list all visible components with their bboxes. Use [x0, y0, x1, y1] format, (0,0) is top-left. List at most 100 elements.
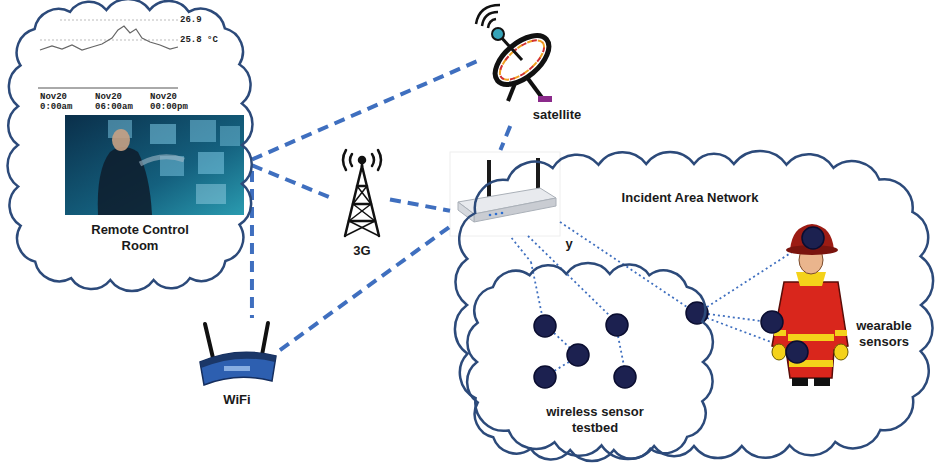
satellite-dish-icon	[488, 19, 496, 28]
satellite-dish-icon	[500, 36, 522, 60]
cell-tower-icon	[343, 150, 381, 236]
control-room-photo	[98, 147, 152, 215]
cell-tower-icon	[349, 220, 375, 223]
network-link	[500, 126, 510, 150]
node-label: 3G	[347, 243, 377, 259]
wifi-router-icon	[224, 366, 250, 371]
gateway-router-icon	[495, 213, 498, 216]
control-room-photo	[65, 115, 244, 215]
temperature-chart	[38, 20, 178, 88]
sensor-dots	[606, 314, 628, 336]
sensor-links	[708, 314, 761, 321]
network-link	[252, 60, 480, 160]
cell-tower-node: 3G	[335, 150, 390, 260]
cloud-outline	[467, 263, 713, 461]
control-room-photo	[150, 124, 176, 144]
gateway-router-icon	[501, 212, 504, 215]
cell-tower-icon	[345, 221, 375, 236]
cloud-outline	[455, 151, 933, 459]
network-link	[250, 171, 254, 318]
sensor-dots	[534, 315, 556, 337]
time-label: 06:00am	[95, 102, 133, 112]
temperature-chart	[60, 20, 178, 21]
axis-value: 26.9	[180, 15, 202, 25]
wifi-router-node: WiFi	[195, 318, 280, 410]
cell-tower-icon	[350, 154, 352, 166]
sensor-dots	[786, 341, 808, 363]
satellite-dish-icon	[487, 26, 558, 93]
time-label: Nov20	[95, 92, 122, 102]
network-link	[280, 227, 450, 351]
cell-tower-icon	[378, 150, 381, 170]
sensor-caption: wearable sensors	[852, 318, 916, 350]
control-room-photo	[190, 120, 216, 142]
gateway-router-icon	[450, 152, 560, 236]
time-label: 00:00pm	[150, 102, 188, 112]
firefighter-figure	[788, 334, 834, 341]
sensor-dots	[761, 311, 783, 333]
sensor-dots	[534, 227, 824, 388]
satellite-dish-icon	[538, 96, 552, 102]
satellite-dish-icon	[494, 33, 551, 86]
firefighter-figure	[772, 344, 786, 360]
network-link	[390, 200, 450, 211]
cell-tower-icon	[349, 221, 379, 236]
gateway-router-icon	[487, 160, 491, 202]
node-label: Incident Area Network	[605, 190, 775, 206]
firefighter-figure	[834, 344, 848, 360]
axis-value: 25.8 °C	[180, 35, 218, 45]
wifi-router-icon	[200, 352, 276, 368]
node-label: satellite	[522, 107, 592, 123]
control-room-photo	[220, 126, 240, 146]
sensor-dots	[534, 366, 556, 388]
wireless-link	[512, 238, 531, 262]
satellite-dish-icon	[494, 33, 551, 86]
cell-tower-icon	[343, 150, 346, 170]
cell-tower-icon	[353, 204, 375, 221]
firefighter-figure	[814, 378, 830, 386]
cell-tower-icon	[372, 154, 374, 166]
control-room-photo	[140, 157, 184, 164]
time-label: Nov20	[150, 92, 177, 102]
control-room-photo	[196, 184, 226, 204]
gateway-router-icon	[474, 198, 556, 222]
node-label: y	[563, 236, 575, 252]
wifi-router-icon	[262, 323, 268, 355]
node-label: WiFi	[217, 392, 257, 408]
node-label: Remote Control Room	[81, 222, 199, 254]
temperature-chart	[40, 26, 178, 50]
wifi-router-icon	[205, 324, 213, 358]
gateway-router-icon	[450, 152, 560, 236]
sensor-links	[528, 222, 803, 371]
gateway-router-icon	[489, 214, 492, 217]
firefighter-figure	[772, 282, 848, 378]
sensor-links	[618, 336, 624, 366]
satellite-dish-icon	[482, 12, 498, 26]
wifi-router-icon	[200, 352, 276, 385]
incident-area-cloud: Incident Area Network wireless sensor tes…	[455, 152, 933, 458]
control-room-photo	[198, 152, 224, 174]
satellite-dish-icon	[476, 5, 500, 24]
cloud-outline	[8, 0, 253, 291]
cell-tower-icon	[353, 203, 371, 206]
sensor-dots	[567, 344, 589, 366]
sensor-dots	[802, 227, 824, 249]
firefighter-figure	[792, 378, 808, 386]
satellite-node: satellite	[480, 8, 592, 126]
sensor-links	[554, 333, 570, 348]
temperature-chart	[38, 88, 178, 89]
control-room-photo	[65, 115, 244, 215]
node-label: wireless sensor testbed	[535, 404, 655, 436]
satellite-dish-icon	[492, 28, 504, 40]
cell-tower-icon	[349, 204, 371, 221]
sensor-dots	[614, 366, 636, 388]
satellite-dish-icon	[526, 76, 543, 99]
firefighter-figure	[835, 330, 847, 336]
network-link	[252, 165, 335, 199]
time-label: Nov20	[40, 92, 67, 102]
cell-tower-icon	[359, 157, 365, 163]
satellite-dish-icon	[476, 5, 557, 102]
sensor-testbed-cloud: wireless sensor testbed	[465, 262, 715, 462]
cell-tower-icon	[353, 186, 367, 204]
control-room-photo	[112, 129, 130, 151]
